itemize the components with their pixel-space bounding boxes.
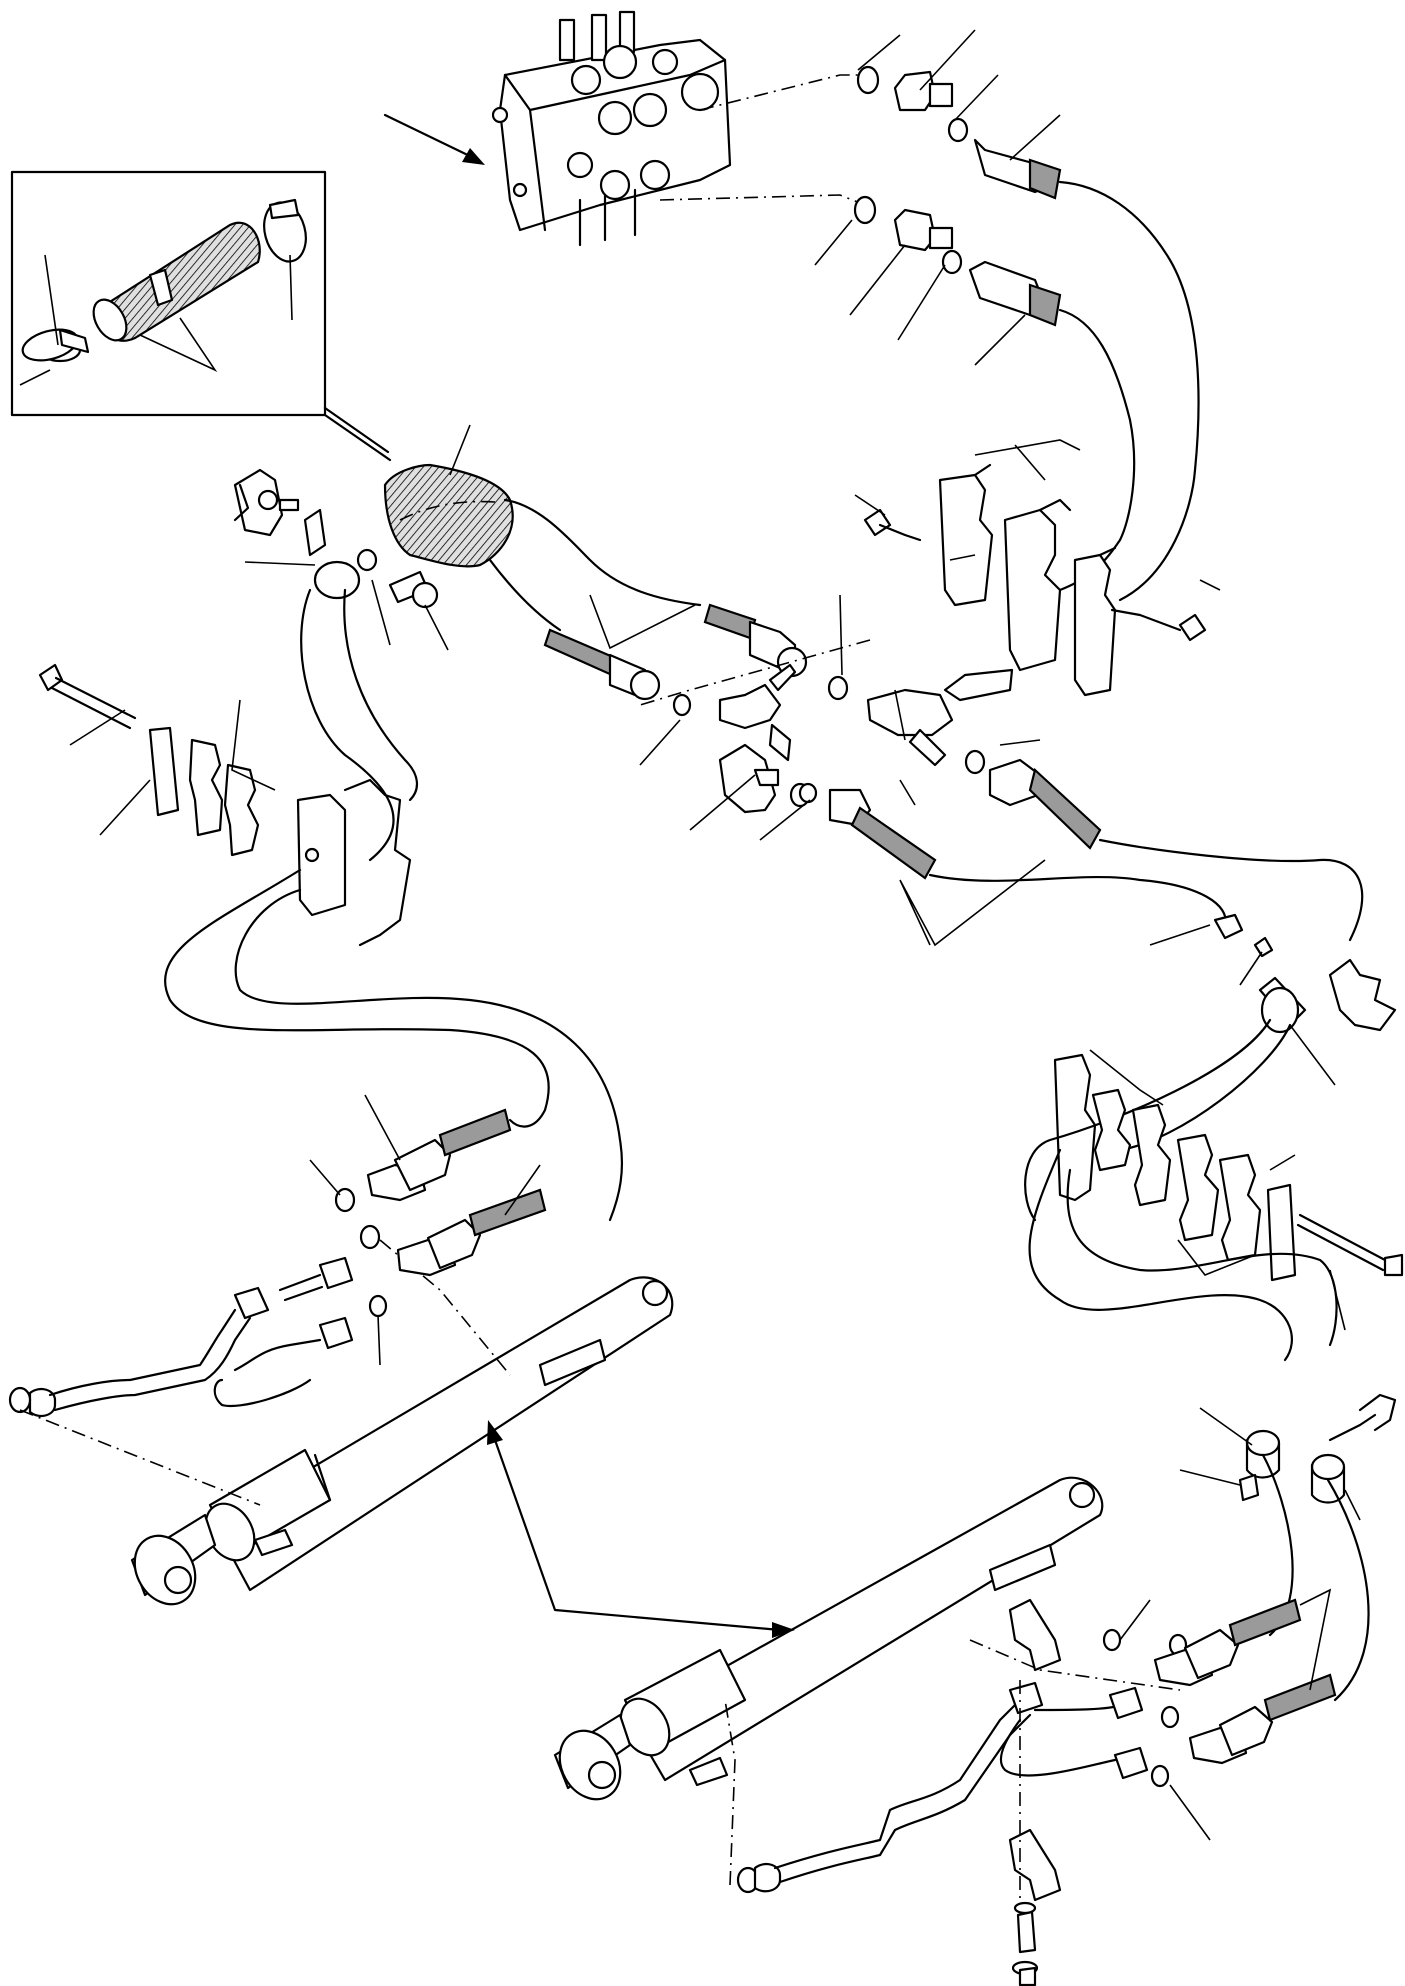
hose-left-long-b bbox=[234, 888, 624, 1222]
hose-valve-upper bbox=[1058, 180, 1200, 602]
hose-valve-lower bbox=[1058, 308, 1136, 592]
port-centre-line-upper bbox=[699, 74, 870, 111]
hose-right-lower-loop-a bbox=[1028, 1148, 1293, 1362]
leader-lines-top bbox=[814, 29, 1061, 366]
left-top-bracket bbox=[233, 468, 449, 651]
hose-left-bracket-down-b bbox=[343, 588, 418, 802]
hose-left-long-a bbox=[164, 868, 550, 1128]
right-mid-bracket bbox=[1149, 913, 1397, 1086]
hose-right-bottom-b bbox=[1326, 1478, 1370, 1702]
hose-centre-to-right-a bbox=[928, 873, 1227, 927]
centre-right-clamp-blocks bbox=[854, 439, 1221, 697]
centre-cluster-axis bbox=[639, 639, 871, 706]
upper-fitting-chain bbox=[856, 65, 1062, 200]
cylinder-reference-arrow bbox=[487, 1420, 795, 1638]
left-clamp-assembly bbox=[38, 663, 412, 947]
left-cylinder-pipes bbox=[8, 1159, 511, 1506]
centre-tee-fittings bbox=[543, 594, 1102, 947]
hose-sleeve-inset bbox=[10, 170, 392, 462]
left-cylinder-hose-ends bbox=[364, 1094, 547, 1277]
valve-pointer-arrowhead bbox=[462, 148, 485, 165]
right-lower-clamp-assembly bbox=[1053, 1049, 1404, 1331]
hose-centre-to-right-b bbox=[1098, 838, 1364, 942]
hose-elbow-to-centre-b bbox=[488, 558, 562, 632]
right-cylinder-pipes bbox=[724, 1598, 1211, 1986]
hose-right-lower-loop-b bbox=[1066, 1168, 1338, 1347]
right-bottom-mount bbox=[1179, 1393, 1397, 1521]
right-cylinder-hose-ends bbox=[1153, 1588, 1337, 1765]
hose-left-bracket-down-a bbox=[300, 588, 395, 862]
control-valve bbox=[491, 10, 732, 247]
valve-pointer-arrow bbox=[383, 113, 480, 162]
port-centre-line-lower bbox=[659, 194, 866, 206]
right-hydraulic-cylinder bbox=[553, 1476, 1104, 1801]
lower-fitting-chain bbox=[853, 195, 1062, 327]
hose-right-bracket-down-a bbox=[1024, 1018, 1272, 1222]
elbow-sleeve bbox=[383, 424, 514, 568]
left-hydraulic-cylinder bbox=[130, 1276, 674, 1606]
hose-elbow-to-centre-a bbox=[503, 498, 702, 607]
